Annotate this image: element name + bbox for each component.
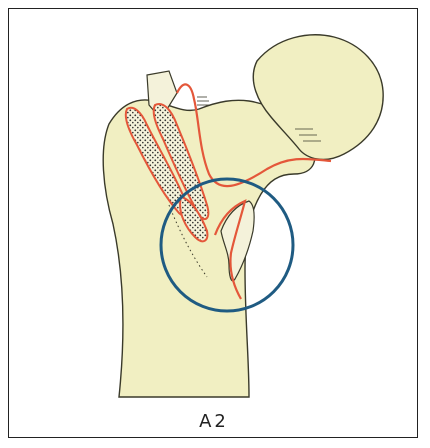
figure-caption: A2 xyxy=(9,411,419,432)
femur-shaft xyxy=(103,100,315,397)
femur-illustration xyxy=(9,9,419,404)
figure-frame: A2 xyxy=(8,8,418,438)
